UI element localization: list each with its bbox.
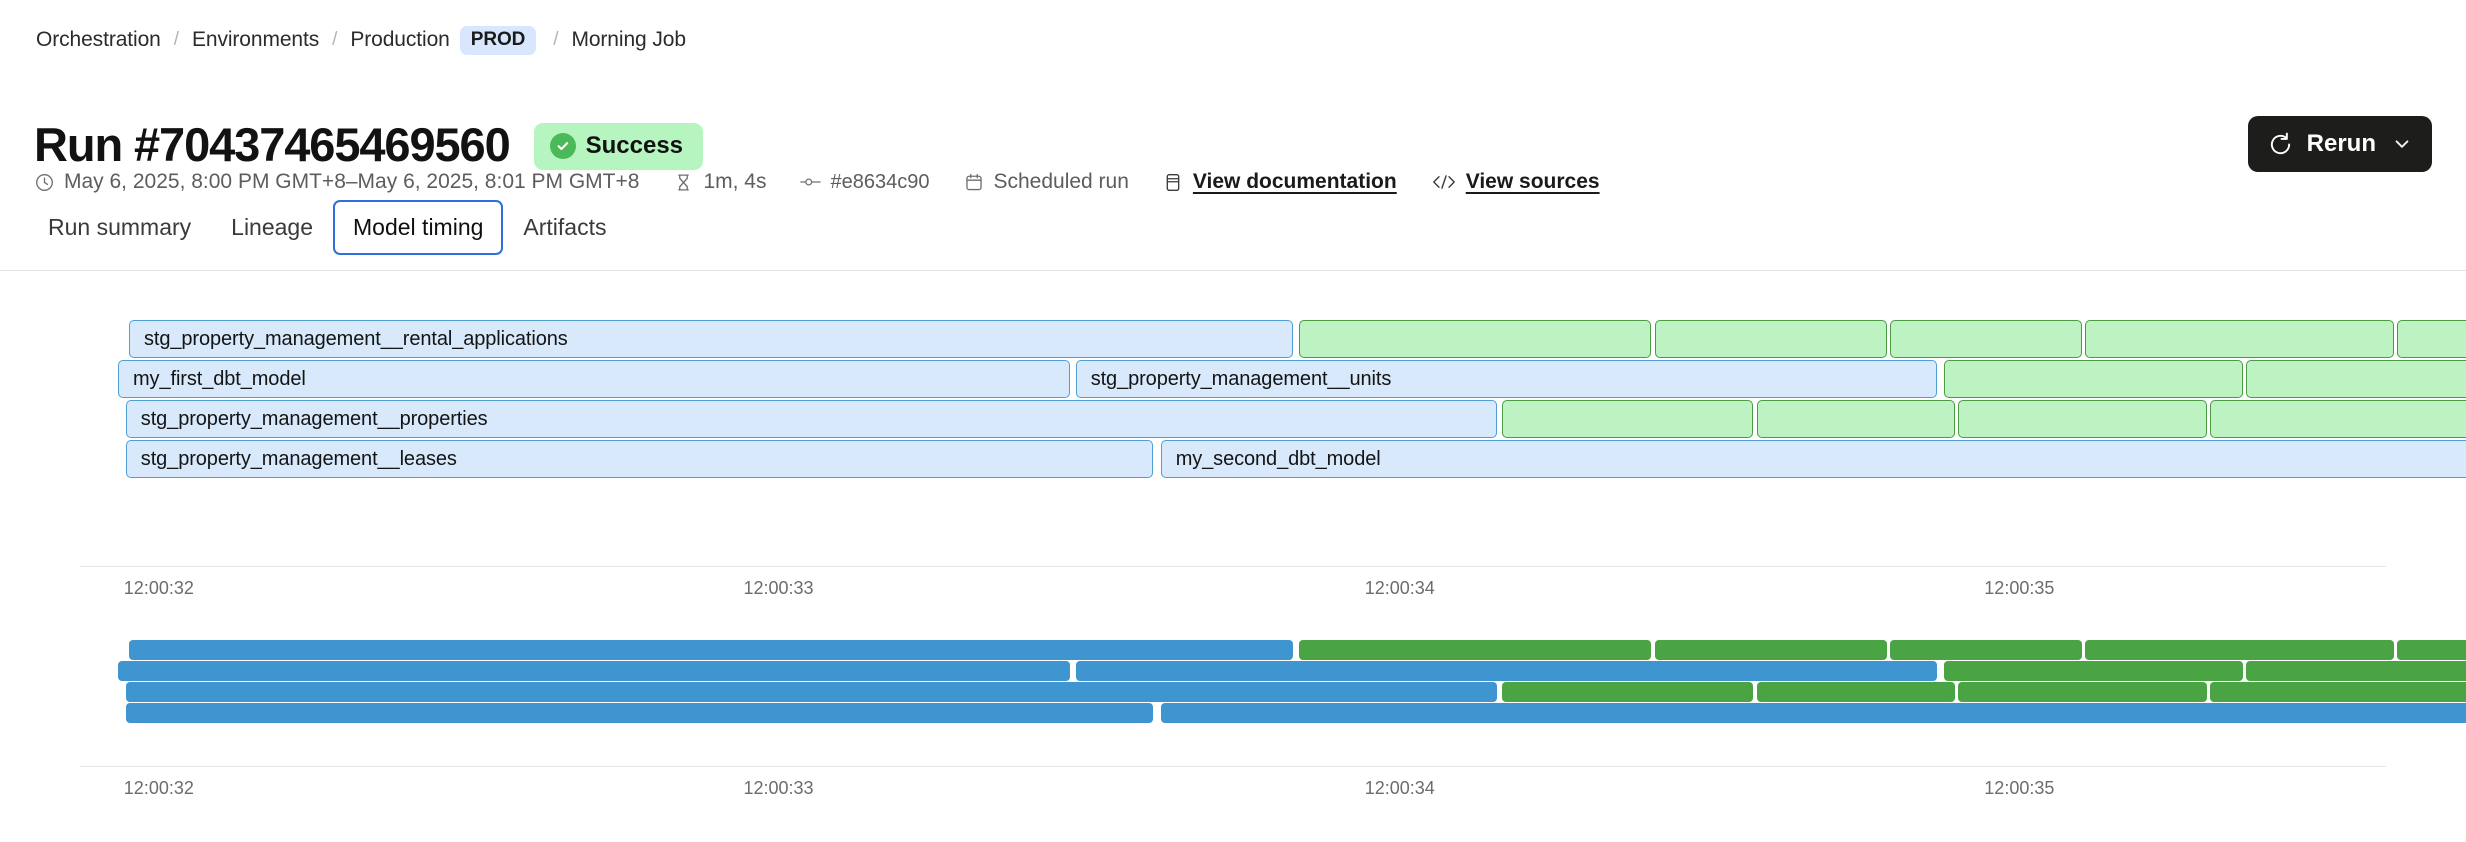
- gantt-overview-bar[interactable]: [1943, 661, 2243, 681]
- gantt-bar-stg_property_management__leases[interactable]: stg_property_management__leases: [125, 440, 1153, 478]
- gantt-overview-bar[interactable]: [1160, 703, 2466, 723]
- axis-line: [80, 566, 2386, 567]
- gantt-bar-segment[interactable]: [2396, 320, 2466, 358]
- gantt-overview-bar[interactable]: [2085, 640, 2394, 660]
- breadcrumb-badge-prod: PROD: [459, 26, 537, 55]
- git-commit-icon: [800, 172, 822, 193]
- breadcrumb-item-environments[interactable]: Environments: [191, 28, 320, 52]
- gantt-overview-axis: 12:00:32 12:00:33 12:00:34 12:00:35: [0, 766, 2466, 806]
- axis-line: [80, 766, 2386, 767]
- breadcrumb-separator: /: [553, 29, 559, 51]
- gantt-bar-segment[interactable]: [1299, 320, 1652, 358]
- code-icon: [1431, 172, 1457, 193]
- gantt-overview-bar[interactable]: [1890, 640, 2083, 660]
- page-title: Run #70437465469560: [34, 118, 511, 172]
- gantt-bar-label: stg_property_management__rental_applicat…: [144, 327, 568, 350]
- tab-artifacts[interactable]: Artifacts: [503, 200, 626, 255]
- gantt-bar-segment[interactable]: [1890, 320, 2083, 358]
- clock-icon: [34, 172, 55, 193]
- gantt-bar-segment[interactable]: [1943, 360, 2243, 398]
- check-circle-icon: [549, 133, 576, 160]
- gantt-bar-stg_property_management__units[interactable]: stg_property_management__units: [1075, 360, 1938, 398]
- meta-documentation[interactable]: View documentation: [1163, 170, 1397, 194]
- rerun-button-label: Rerun: [2306, 130, 2376, 157]
- meta-documentation-link[interactable]: View documentation: [1192, 170, 1397, 193]
- meta-duration-text: 1m, 4s: [703, 170, 767, 193]
- gantt-bar-label: stg_property_management__properties: [140, 407, 488, 430]
- gantt-bar-label: stg_property_management__leases: [140, 447, 457, 470]
- meta-sources-link[interactable]: View sources: [1465, 170, 1600, 193]
- tab-model-timing[interactable]: Model timing: [333, 200, 504, 255]
- status-badge-label: Success: [585, 132, 684, 160]
- meta-timerange: May 6, 2025, 8:00 PM GMT+8–May 6, 2025, …: [34, 170, 639, 194]
- status-badge: Success: [533, 123, 704, 171]
- gantt-bar-my_first_dbt_model[interactable]: my_first_dbt_model: [118, 360, 1070, 398]
- axis-tick-label: 12:00:33: [743, 578, 814, 598]
- gantt-overview-bar[interactable]: [2245, 661, 2466, 681]
- gantt-bar-stg_property_management__rental_applications[interactable]: stg_property_management__rental_applicat…: [129, 320, 1293, 358]
- axis-tick-label: 12:00:35: [1984, 578, 2055, 598]
- meta-trigger-text: Scheduled run: [993, 170, 1129, 193]
- model-timing-overview-chart[interactable]: [0, 640, 2466, 770]
- meta-commit-hash[interactable]: #e8634c90: [830, 170, 930, 193]
- gantt-bar-segment[interactable]: [2085, 320, 2394, 358]
- gantt-bar-label: stg_property_management__units: [1090, 367, 1392, 390]
- gantt-overview-bar[interactable]: [118, 661, 1070, 681]
- axis-tick-label: 12:00:32: [123, 578, 194, 598]
- model-timing-gantt-chart: stg_property_management__rental_applicat…: [0, 300, 2466, 570]
- chevron-down-icon[interactable]: [2392, 134, 2412, 154]
- breadcrumb: Orchestration / Environments / Productio…: [34, 26, 688, 55]
- refresh-icon: [2268, 132, 2293, 157]
- gantt-bar-segment[interactable]: [2245, 360, 2466, 398]
- gantt-main-axis: 12:00:32 12:00:33 12:00:34 12:00:35: [0, 566, 2466, 606]
- page-header: Run #70437465469560 Success: [34, 90, 704, 200]
- breadcrumb-item-current-job[interactable]: Morning Job: [571, 28, 686, 52]
- gantt-overview-bar[interactable]: [129, 640, 1293, 660]
- gantt-overview-bar[interactable]: [1756, 682, 1955, 702]
- gantt-overview-bar[interactable]: [1958, 682, 2207, 702]
- axis-tick-label: 12:00:35: [1984, 778, 2055, 798]
- hourglass-icon: [673, 172, 694, 193]
- gantt-bar-my_second_dbt_model[interactable]: my_second_dbt_model: [1160, 440, 2466, 478]
- axis-tick-label: 12:00:34: [1364, 778, 1435, 798]
- gantt-overview-bar[interactable]: [125, 682, 1498, 702]
- axis-tick-label: 12:00:32: [123, 778, 194, 798]
- run-metadata: May 6, 2025, 8:00 PM GMT+8–May 6, 2025, …: [34, 170, 1600, 194]
- meta-trigger: Scheduled run: [963, 170, 1129, 194]
- gantt-overview-bar[interactable]: [1075, 661, 1938, 681]
- gantt-bar-label: my_second_dbt_model: [1175, 447, 1381, 470]
- breadcrumb-item-production[interactable]: Production: [350, 28, 450, 52]
- gantt-bar-segment[interactable]: [1756, 400, 1955, 438]
- gantt-bar-segment[interactable]: [2209, 400, 2466, 438]
- tab-lineage[interactable]: Lineage: [211, 200, 333, 255]
- gantt-overview-bar[interactable]: [2209, 682, 2466, 702]
- gantt-bar-stg_property_management__properties[interactable]: stg_property_management__properties: [125, 400, 1498, 438]
- gantt-overview-bar[interactable]: [125, 703, 1153, 723]
- gantt-overview-bar[interactable]: [1299, 640, 1652, 660]
- gantt-overview-bar[interactable]: [2396, 640, 2466, 660]
- tab-bar-divider: [0, 270, 2466, 271]
- gantt-bar-segment[interactable]: [1501, 400, 1754, 438]
- meta-duration: 1m, 4s: [673, 170, 766, 194]
- gantt-bar-segment[interactable]: [1958, 400, 2207, 438]
- gantt-overview-bar[interactable]: [1501, 682, 1754, 702]
- axis-tick-label: 12:00:34: [1364, 578, 1435, 598]
- gantt-overview-bar[interactable]: [1654, 640, 1888, 660]
- breadcrumb-separator: /: [173, 29, 179, 51]
- book-icon: [1163, 172, 1184, 193]
- rerun-button[interactable]: Rerun: [2247, 116, 2432, 172]
- breadcrumb-item-orchestration[interactable]: Orchestration: [36, 28, 161, 52]
- meta-commit: #e8634c90: [800, 171, 929, 194]
- meta-sources[interactable]: View sources: [1431, 170, 1600, 194]
- meta-timerange-text: May 6, 2025, 8:00 PM GMT+8–May 6, 2025, …: [64, 170, 640, 193]
- gantt-bar-label: my_first_dbt_model: [133, 367, 306, 390]
- tab-run-summary[interactable]: Run summary: [28, 200, 211, 255]
- tab-bar: Run summary Lineage Model timing Artifac…: [28, 200, 626, 255]
- breadcrumb-separator: /: [332, 29, 338, 51]
- axis-tick-label: 12:00:33: [743, 778, 814, 798]
- gantt-bar-segment[interactable]: [1654, 320, 1888, 358]
- calendar-icon: [963, 172, 984, 193]
